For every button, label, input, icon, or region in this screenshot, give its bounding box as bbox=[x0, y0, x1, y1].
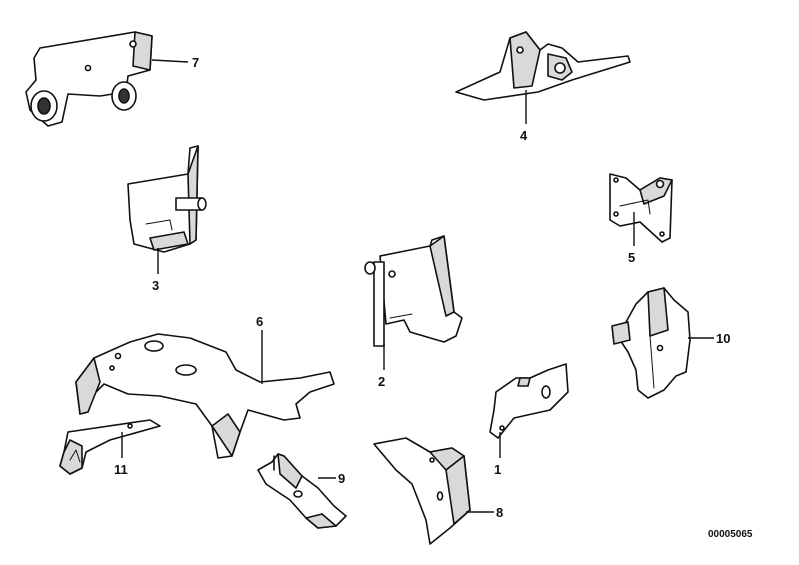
part-5-bracket bbox=[609, 173, 673, 243]
callout-5: 5 bbox=[628, 250, 635, 265]
callout-6: 6 bbox=[256, 314, 263, 329]
leader-7 bbox=[151, 59, 189, 63]
callout-2: 2 bbox=[378, 374, 385, 389]
callout-10: 10 bbox=[716, 331, 730, 346]
callout-4: 4 bbox=[520, 128, 528, 143]
part-7-bracket bbox=[25, 31, 153, 127]
part-8-bracket bbox=[373, 437, 471, 545]
callout-3: 3 bbox=[152, 278, 159, 293]
part-4-bracket bbox=[455, 31, 631, 101]
callout-1: 1 bbox=[494, 462, 501, 477]
part-3-bracket bbox=[127, 145, 207, 253]
callout-7: 7 bbox=[192, 55, 199, 70]
part-9-bracket bbox=[257, 453, 347, 529]
document-number: 00005065 bbox=[708, 529, 753, 540]
part-2-bracket bbox=[364, 235, 463, 347]
part-11-clip bbox=[59, 419, 161, 475]
part-6-bracket bbox=[75, 333, 335, 459]
callout-11: 11 bbox=[114, 462, 128, 477]
callout-8: 8 bbox=[496, 505, 503, 520]
part-1-plate bbox=[489, 363, 569, 439]
part-10-bracket bbox=[611, 287, 691, 399]
callout-9: 9 bbox=[338, 471, 345, 486]
